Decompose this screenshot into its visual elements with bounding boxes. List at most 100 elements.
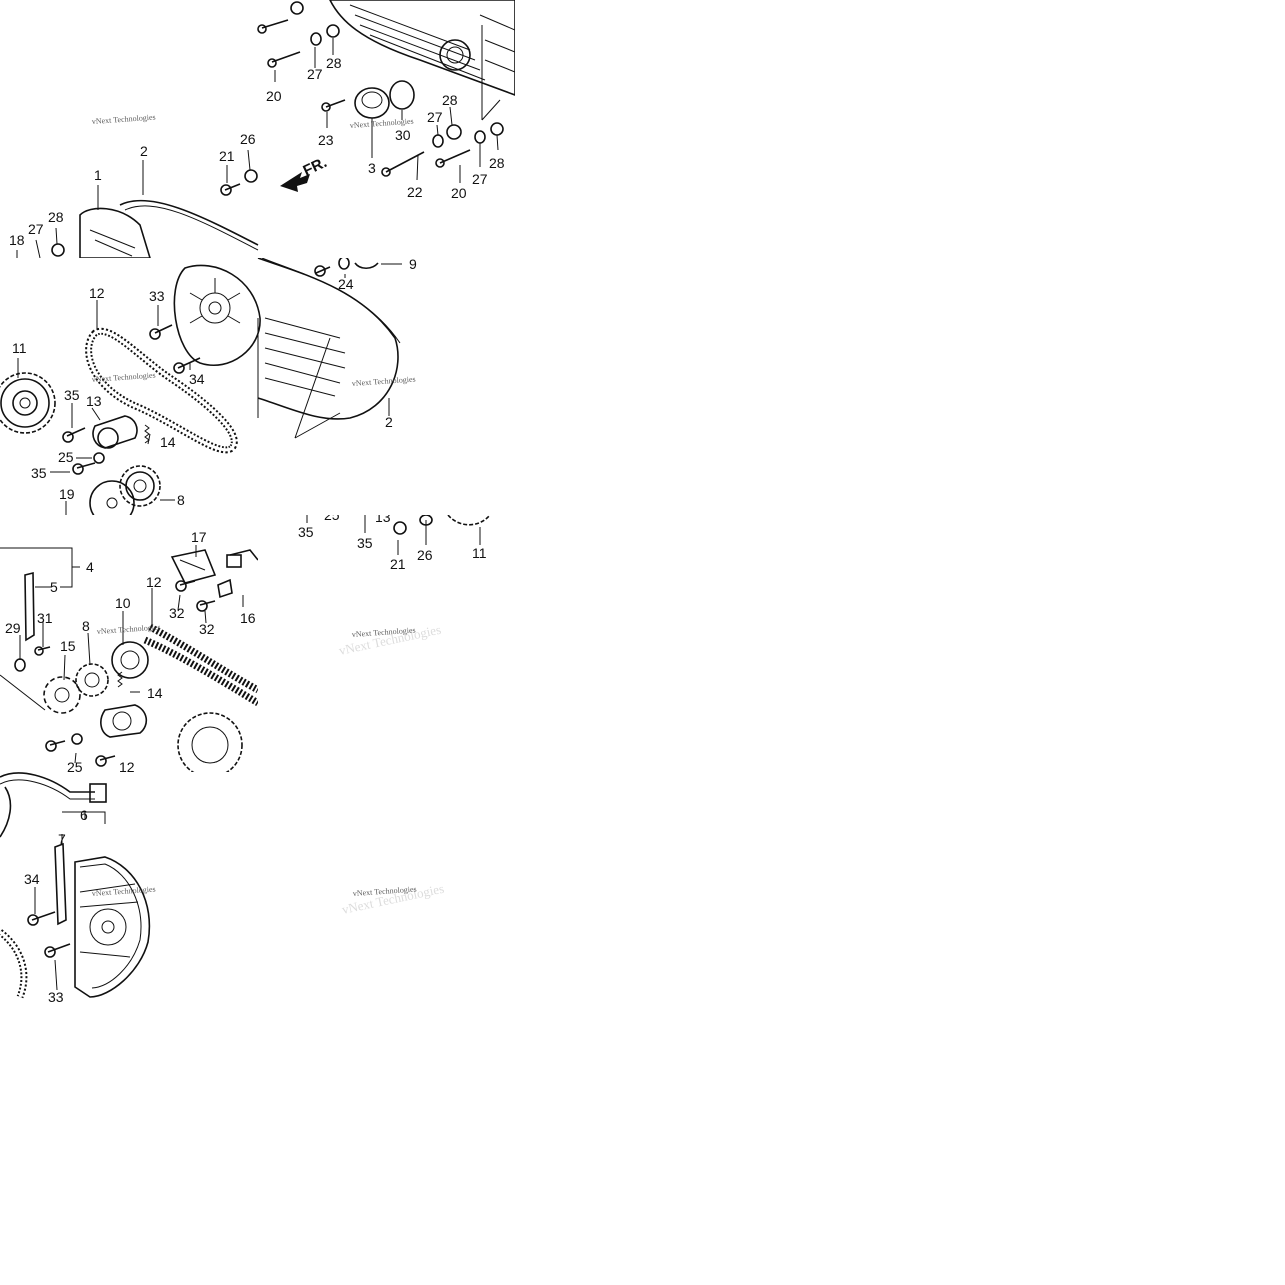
callout-label: 35: [357, 535, 373, 551]
belt-guide: [24, 571, 35, 642]
callout-label: 9: [409, 258, 417, 272]
watermark: vNext Technologies: [92, 885, 156, 898]
callout-label: 1: [94, 167, 102, 183]
connector: [217, 578, 233, 599]
cam-pulley: [0, 372, 56, 434]
callout-label: 34: [189, 371, 205, 387]
lower-cover: [74, 856, 151, 998]
lower-cover-fins: [264, 317, 346, 397]
callout-label: 17: [191, 529, 207, 545]
callout-label: 28: [48, 209, 64, 225]
callout-label: 23: [318, 132, 334, 148]
crank-pulley: [119, 465, 161, 507]
washer: [14, 658, 26, 672]
o-ring: [354, 262, 379, 270]
bolt-heads-middle: [62, 265, 326, 475]
watermark: vNext Technologies: [352, 626, 416, 639]
callout-label: 2: [140, 143, 148, 159]
callout-label: 16: [240, 610, 256, 626]
harness: [0, 772, 95, 793]
callout-label: 33: [48, 989, 64, 1005]
callout-label: 10: [115, 595, 131, 611]
callout-label: 28: [442, 92, 458, 108]
cover-fins: [89, 229, 136, 257]
callout-label: 30: [395, 127, 411, 143]
lower-timing-cover: [257, 258, 399, 420]
bolt-heads-lower: [34, 580, 208, 767]
callout-label: 5: [50, 579, 58, 595]
callout-label: 27: [307, 66, 323, 82]
callout-label: 22: [407, 184, 423, 200]
callout-label: 32: [169, 605, 185, 621]
callout-label: 27: [28, 221, 44, 237]
washer: [71, 733, 83, 745]
tensioner: [92, 415, 138, 449]
watermark: vNext Technologies: [92, 113, 156, 126]
tile-middle-drawing: vNext Technologies vNext Technologies 9 …: [0, 258, 417, 515]
callout-label: 12: [146, 574, 162, 590]
tile-fragment-drawing: 35 25 13 35 21 26 11: [298, 515, 491, 570]
callout-label: 13: [375, 515, 391, 525]
guide-plate: [89, 480, 135, 515]
bolts-top: [224, 19, 471, 191]
bolts-middle: [66, 266, 331, 469]
watermark: vNext Technologies: [352, 375, 416, 388]
callout-label: 28: [489, 155, 505, 171]
watermark-panel-2: vNext Technologies vNext Technologies: [335, 870, 455, 920]
callout-label: 13: [86, 393, 102, 409]
callout-label: 20: [266, 88, 282, 104]
connector: [89, 783, 107, 803]
callout-label: 6: [80, 807, 88, 823]
bracket-6: [62, 811, 106, 824]
bracket-4: [0, 547, 73, 588]
tensioner: [100, 704, 148, 738]
pulley: [111, 641, 149, 679]
connector: [226, 554, 242, 568]
callout-label: 27: [427, 109, 443, 125]
callout-label: 11: [472, 545, 487, 561]
callout-label: 25: [324, 515, 340, 523]
callout-label: 19: [59, 486, 75, 502]
watermark: vNext Technologies: [350, 117, 414, 130]
back-cover: [173, 264, 261, 366]
callout-label: 7: [58, 831, 66, 847]
callout-label: 12: [119, 759, 135, 772]
callout-label: 21: [219, 148, 235, 164]
callout-label: 35: [64, 387, 80, 403]
leader-lines-middle: [17, 263, 402, 515]
washer: [338, 258, 350, 270]
callout-label: 12: [89, 285, 105, 301]
diagram-tile-lower: vNext Technologies 4 5 17 12 31 29 10 32…: [0, 515, 258, 772]
callout-label: 35: [31, 465, 47, 481]
sensor-bracket: [170, 549, 217, 584]
callout-label: 14: [147, 685, 163, 701]
callout-label: 26: [240, 131, 256, 147]
tile-top-drawing: FR. vNext Technologies vNext Technologie…: [9, 0, 515, 258]
diagram-tile-top: FR. vNext Technologies vNext Technologie…: [0, 0, 515, 258]
callout-label: 8: [177, 492, 185, 508]
o-ring: [389, 80, 415, 110]
head-cover-fins: [349, 4, 515, 81]
watermark: vNext Technologies: [92, 371, 156, 384]
callout-label: 3: [368, 160, 376, 176]
upper-timing-cover: [79, 207, 151, 258]
tile-lower-drawing: vNext Technologies 4 5 17 12 31 29 10 32…: [0, 529, 258, 772]
harness-tail: [0, 786, 12, 838]
leader-lines-lower: [19, 545, 244, 764]
washer: [419, 515, 433, 526]
callout-label: 28: [326, 55, 342, 71]
bolt-head: [393, 521, 407, 535]
belt-guide: [54, 842, 67, 926]
cam-pulley-edge: [447, 515, 491, 526]
front-arrow-icon: [280, 172, 310, 192]
callout-label: 33: [149, 288, 165, 304]
callout-label: 25: [58, 449, 74, 465]
washers-top: [51, 1, 504, 257]
watermark: vNext Technologies: [353, 885, 417, 898]
sensor-harness: [229, 549, 258, 561]
bolt-heads-bottom: [27, 914, 56, 958]
timing-belt: [148, 623, 258, 694]
callout-label: 29: [5, 620, 21, 636]
watermark-panel-drawing: vNext Technologies vNext Technologies: [338, 622, 443, 658]
callout-label: 31: [37, 610, 53, 626]
